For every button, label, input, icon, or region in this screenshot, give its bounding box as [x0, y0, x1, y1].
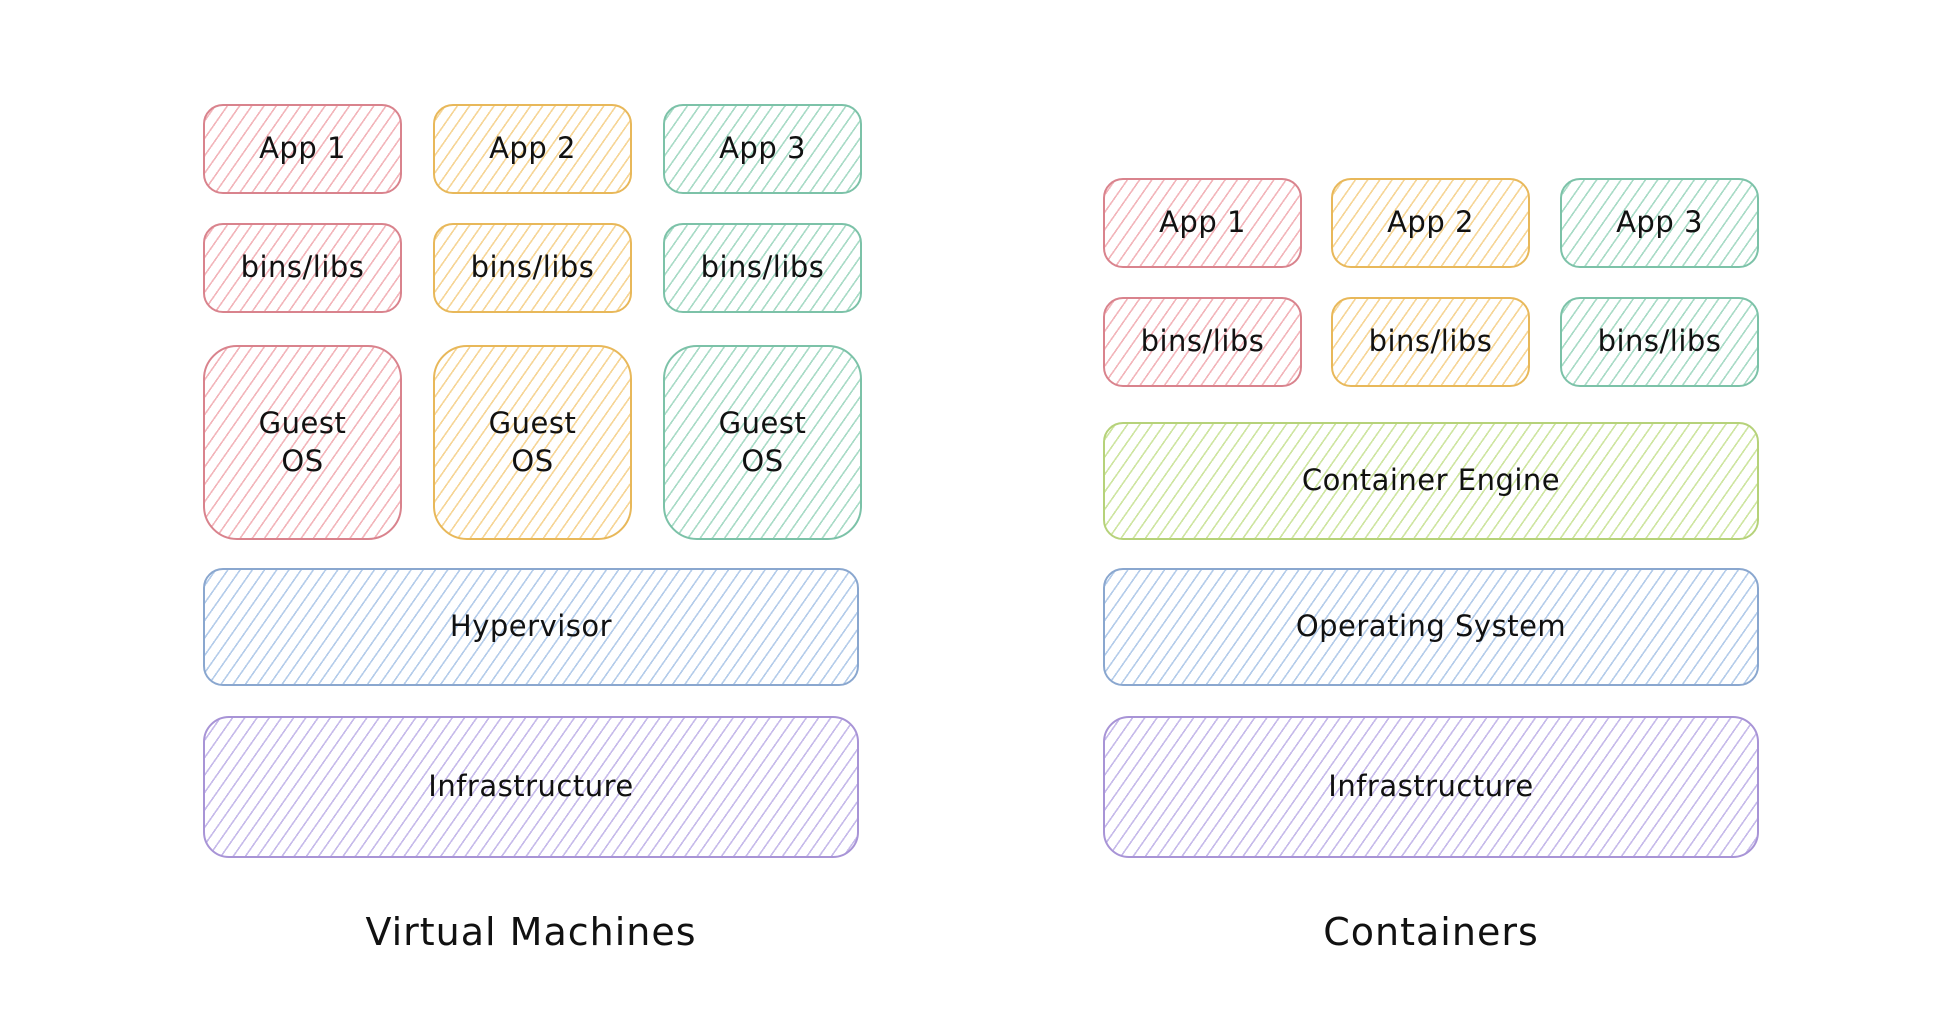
ctr-infrastructure-box: Infrastructure	[1103, 716, 1759, 858]
vm-hypervisor-label: Hypervisor	[449, 609, 613, 644]
ctr-app-1-label: App 1	[1159, 205, 1246, 240]
vm-libs-2-box: bins/libs	[433, 223, 632, 313]
vm-libs-1-box: bins/libs	[203, 223, 402, 313]
vm-infrastructure-box: Infrastructure	[203, 716, 859, 858]
vm-libs-1-label: bins/libs	[240, 250, 365, 285]
vm-guest-os-1-label: Guest OS	[258, 405, 347, 478]
vm-hypervisor-box: Hypervisor	[203, 568, 859, 686]
ctr-app-2-box: App 2	[1331, 178, 1530, 268]
vm-infrastructure-label: Infrastructure	[428, 769, 634, 804]
vm-guest-os-2-box: Guest OS	[433, 345, 632, 540]
vm-app-1-label: App 1	[259, 131, 346, 166]
vm-guest-os-3-label: Guest OS	[718, 405, 807, 478]
ctr-libs-3-label: bins/libs	[1597, 324, 1722, 359]
vm-libs-2-label: bins/libs	[470, 250, 595, 285]
ctr-app-1-box: App 1	[1103, 178, 1302, 268]
ctr-app-3-label: App 3	[1616, 205, 1703, 240]
ctr-os-label: Operating System	[1295, 609, 1567, 644]
vm-guest-os-1-box: Guest OS	[203, 345, 402, 540]
vm-guest-os-2-label: Guest OS	[488, 405, 577, 478]
ctr-libs-3-box: bins/libs	[1560, 297, 1759, 387]
vm-libs-3-label: bins/libs	[700, 250, 825, 285]
ctr-libs-2-box: bins/libs	[1331, 297, 1530, 387]
ctr-app-3-box: App 3	[1560, 178, 1759, 268]
ctr-engine-label: Container Engine	[1301, 463, 1561, 498]
ctr-app-2-label: App 2	[1387, 205, 1474, 240]
ctr-infrastructure-label: Infrastructure	[1328, 769, 1534, 804]
vm-caption: Virtual Machines	[365, 910, 697, 954]
vm-app-2-label: App 2	[489, 131, 576, 166]
ctr-libs-2-label: bins/libs	[1368, 324, 1493, 359]
ctr-engine-box: Container Engine	[1103, 422, 1759, 540]
ctr-libs-1-label: bins/libs	[1140, 324, 1265, 359]
vm-libs-3-box: bins/libs	[663, 223, 862, 313]
ctr-os-box: Operating System	[1103, 568, 1759, 686]
vm-app-1-box: App 1	[203, 104, 402, 194]
vm-guest-os-3-box: Guest OS	[663, 345, 862, 540]
vm-app-3-box: App 3	[663, 104, 862, 194]
containers-caption: Containers	[1323, 910, 1539, 954]
vm-app-2-box: App 2	[433, 104, 632, 194]
ctr-libs-1-box: bins/libs	[1103, 297, 1302, 387]
vm-app-3-label: App 3	[719, 131, 806, 166]
